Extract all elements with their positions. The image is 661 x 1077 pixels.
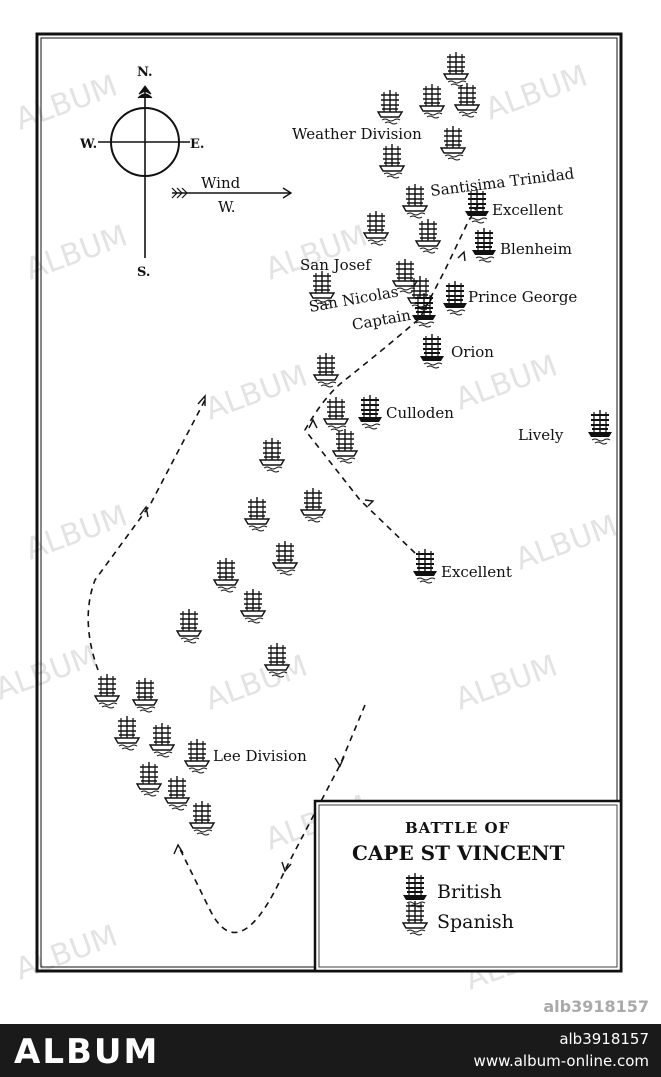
spanish-ship-icon <box>164 775 190 811</box>
image-reference-grey: alb3918157 <box>543 997 649 1016</box>
legend-spanish-label: Spanish <box>437 911 514 933</box>
watermark-text: ALBUM <box>451 648 562 717</box>
captain-track <box>419 204 479 319</box>
british-ship-icon <box>471 227 497 263</box>
album-logo: ALBUM <box>14 1032 160 1072</box>
excellent-south-label: Excellent <box>441 563 512 581</box>
wind-indicator: Wind W. <box>171 174 293 216</box>
legend-title-line2: CAPE ST VINCENT <box>352 841 565 865</box>
track-arrow-icon <box>197 394 206 406</box>
website-link[interactable]: www.album-online.com <box>473 1052 649 1070</box>
spanish-ship-icon <box>240 588 266 624</box>
watermark-text: ALBUM <box>481 58 592 127</box>
watermark-text: ALBUM <box>511 508 622 577</box>
prince-george-label: Prince George <box>468 288 577 306</box>
watermark-text: ALBUM <box>201 358 312 427</box>
spanish-ship-icon <box>272 540 298 576</box>
british-ship-icon <box>442 280 468 316</box>
culloden-label: Culloden <box>386 404 454 422</box>
footer-bar: ALBUM alb3918157 www.album-online.com <box>0 1024 661 1077</box>
san-josef-label: San Josef <box>300 256 372 274</box>
spanish-ship-icon <box>313 352 339 388</box>
captain-label: Captain <box>351 306 413 334</box>
image-reference: alb3918157 <box>559 1030 649 1048</box>
lively-label: Lively <box>518 426 564 444</box>
track-arrow-icon <box>457 250 466 262</box>
wind-direction-label: W. <box>218 198 236 216</box>
track-arrow-icon <box>281 861 292 873</box>
spanish-ship-icon <box>259 437 285 473</box>
legend-box: BATTLE OF CAPE ST VINCENT British Spanis… <box>313 799 623 973</box>
watermark-text: ALBUM <box>11 68 122 137</box>
fleet-tracks <box>87 204 479 934</box>
battle-map: ALBUM ALBUM ALBUM ALBUM ALBUM ALBUM ALBU… <box>0 32 623 998</box>
spanish-ship-icon <box>407 275 433 311</box>
spanish-ship-icon <box>415 218 441 254</box>
track-arrow-icon <box>308 418 318 429</box>
orion-label: Orion <box>451 343 494 361</box>
spanish-ship-icon <box>402 183 428 219</box>
spanish-ship-icon <box>454 82 480 118</box>
watermark-text: ALBUM <box>201 648 312 717</box>
british-ship-icon <box>587 409 613 445</box>
spanish-ship-icon <box>377 89 403 125</box>
track-arrow-icon <box>364 499 375 507</box>
legend-title-line1: BATTLE OF <box>405 819 510 837</box>
lee-division-track <box>87 399 206 671</box>
compass-west-label: W. <box>79 137 97 152</box>
spanish-ship-icon <box>443 51 469 87</box>
spanish-ship-icon <box>176 608 202 644</box>
lee-division-label: Lee Division <box>213 747 307 765</box>
spanish-ship-icon <box>189 800 215 836</box>
arrow-feather-icon <box>171 187 188 199</box>
legend-british-label: British <box>437 881 502 903</box>
watermark-text: ALBUM <box>11 918 122 987</box>
wind-label: Wind <box>201 174 241 192</box>
excellent-north-label: Excellent <box>492 201 563 219</box>
spanish-ship-icon <box>419 83 445 119</box>
arrow-head-icon <box>282 187 293 199</box>
british-ship-icon <box>419 333 445 369</box>
spanish-ship-icon <box>94 673 120 709</box>
track-arrow-icon <box>173 843 184 855</box>
spanish-ship-icon <box>114 715 140 751</box>
compass-east-label: E. <box>190 137 204 152</box>
track-arrow-icon <box>139 505 149 518</box>
spanish-ship-icon <box>300 487 326 523</box>
british-ship-icon <box>357 394 383 430</box>
spanish-fleet <box>94 51 480 836</box>
weather-division-label: Weather Division <box>292 125 422 143</box>
fleur-de-lis-icon <box>137 85 153 99</box>
spanish-ship-icon <box>244 496 270 532</box>
compass-rose: N. S. E. W. <box>79 65 204 280</box>
spanish-ship-icon <box>323 396 349 432</box>
watermark-text: ALBUM <box>0 638 102 707</box>
track-arrow-icon <box>334 756 345 768</box>
british-ship-icon <box>412 548 438 584</box>
spanish-ship-icon <box>149 722 175 758</box>
blenheim-label: Blenheim <box>500 240 572 258</box>
lee-division-return-track <box>177 704 366 934</box>
santisima-trinidad-label: Santisima Trinidad <box>429 164 575 200</box>
compass-south-label: S. <box>137 265 150 280</box>
spanish-ship-icon <box>379 143 405 179</box>
spanish-ship-icon <box>213 557 239 593</box>
spanish-ship-icon <box>136 761 162 797</box>
spanish-ship-icon <box>440 125 466 161</box>
compass-north-label: N. <box>137 65 153 80</box>
spanish-ship-icon <box>132 677 158 713</box>
spanish-ship-icon <box>332 428 358 464</box>
excellent-track <box>304 317 421 554</box>
spanish-ship-icon <box>184 738 210 774</box>
